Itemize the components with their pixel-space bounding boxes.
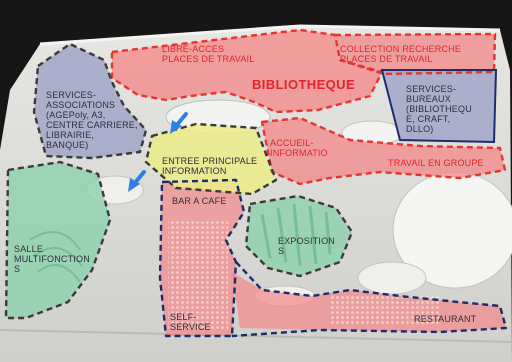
label-libre-acces: LIBRE-ACCES PLACES DE TRAVAIL <box>162 44 254 64</box>
label-exposition: EXPOSITION S <box>278 236 335 256</box>
label-collection-recherche: COLLECTION RECHERCHE PLACES DE TRAVAIL <box>340 44 461 64</box>
label-travail-en-groupe: TRAVAIL EN GROUPE <box>388 158 484 168</box>
label-bibliotheque: BIBLIOTHEQUE <box>252 78 355 92</box>
courtyard-lower-right <box>358 262 426 294</box>
label-entree-principale: ENTREE PRINCIPALE INFORMATION <box>162 156 257 176</box>
label-services-associations: SERVICES- ASSOCIATIONS (AGEPoly, A3, CEN… <box>46 90 138 150</box>
label-self-service: SELF- SERVICE <box>170 312 211 332</box>
label-restaurant: RESTAURANT <box>414 314 476 324</box>
label-bar-a-cafe: BAR A CAFE <box>172 196 227 206</box>
label-accueil-information: ACCUEIL- INFORMATIO <box>270 138 328 158</box>
label-salle-multifonction: SALLE MULTIFONCTION S <box>14 244 90 274</box>
label-services-bureaux: SERVICES- BUREAUX (BIBLIOTHEQU E, CRAFT,… <box>406 84 472 134</box>
